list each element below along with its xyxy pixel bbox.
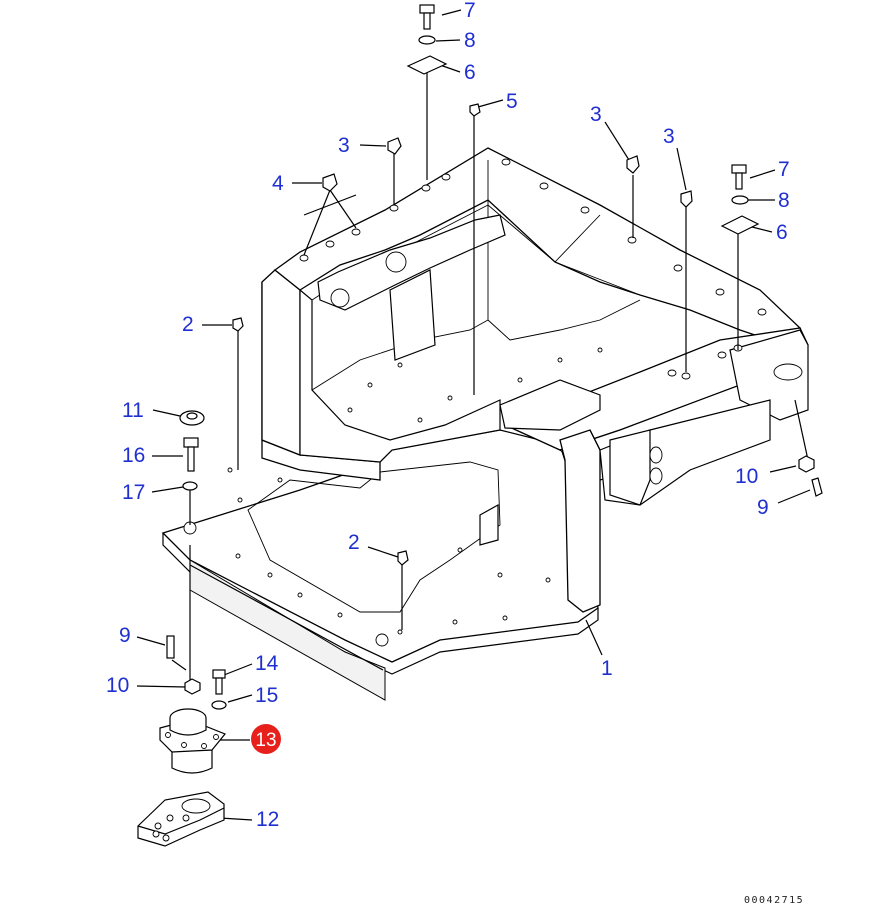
document-id: 00042715: [744, 895, 804, 906]
cap-4: [322, 173, 338, 192]
callout-17: 17: [122, 481, 145, 504]
callout-5: 5: [506, 90, 518, 113]
floor-holes: [227, 347, 603, 635]
plate-6-top: [406, 55, 448, 75]
bolt-7-top: [419, 4, 435, 30]
deck-holes: [299, 158, 767, 380]
pin-9-right: [811, 477, 823, 497]
nut-10-left: [184, 678, 201, 695]
washer-17: [182, 481, 198, 491]
cap-2-upper: [232, 317, 244, 332]
callout-11: 11: [122, 399, 144, 422]
callout-13: 13: [255, 730, 276, 751]
cap-3-right: [680, 190, 693, 208]
callout-3-left: 3: [338, 134, 350, 157]
bolt-14: [212, 669, 226, 695]
hardware-parts: [166, 4, 823, 710]
callout-9-left: 9: [119, 624, 131, 647]
callout-3-right: 3: [663, 125, 675, 148]
cap-2-lower: [397, 550, 409, 566]
pin-9-left: [166, 635, 175, 659]
leader-lines: [136, 9, 811, 821]
bolt-7-right: [731, 164, 747, 190]
callout-7-top: 7: [464, 0, 476, 22]
callout-14: 14: [255, 652, 279, 675]
highlight-marker: [251, 724, 281, 754]
mount-part-13: [159, 708, 226, 774]
callout-6-top: 6: [464, 61, 476, 84]
callout-4: 4: [272, 172, 284, 195]
callout-6-right: 6: [776, 221, 788, 244]
callout-9-right: 9: [757, 496, 769, 519]
callout-2-lower: 2: [348, 531, 360, 554]
washer-15: [211, 700, 227, 710]
callout-8-top: 8: [464, 29, 476, 52]
callout-12: 12: [256, 808, 279, 831]
plate-6-right: [720, 215, 760, 235]
callout-labels: 7 8 6 5 3 3 3 4 7 8 6 2 2 11 16 17 10 9 …: [106, 0, 790, 831]
callout-2-upper: 2: [182, 313, 194, 336]
nut-11: [179, 410, 205, 426]
nut-10-right: [798, 455, 815, 473]
callout-10-right: 10: [735, 465, 758, 488]
callout-1: 1: [601, 657, 613, 680]
washer-8-top: [418, 35, 436, 45]
callout-13-highlight[interactable]: 13: [251, 724, 281, 754]
callout-15: 15: [255, 684, 278, 707]
callout-3-middle: 3: [590, 103, 602, 126]
washer-8-right: [731, 195, 749, 205]
callout-7-right: 7: [778, 158, 790, 181]
bolt-16: [183, 437, 199, 472]
cap-3-left: [387, 137, 402, 155]
callout-8-right: 8: [778, 189, 790, 212]
cap-5: [469, 103, 481, 117]
main-frame-part-1: [161, 147, 809, 701]
bracket-part-12: [137, 791, 225, 847]
callout-16: 16: [122, 444, 145, 467]
callout-10-left: 10: [106, 674, 129, 697]
cap-3-middle: [626, 155, 640, 174]
